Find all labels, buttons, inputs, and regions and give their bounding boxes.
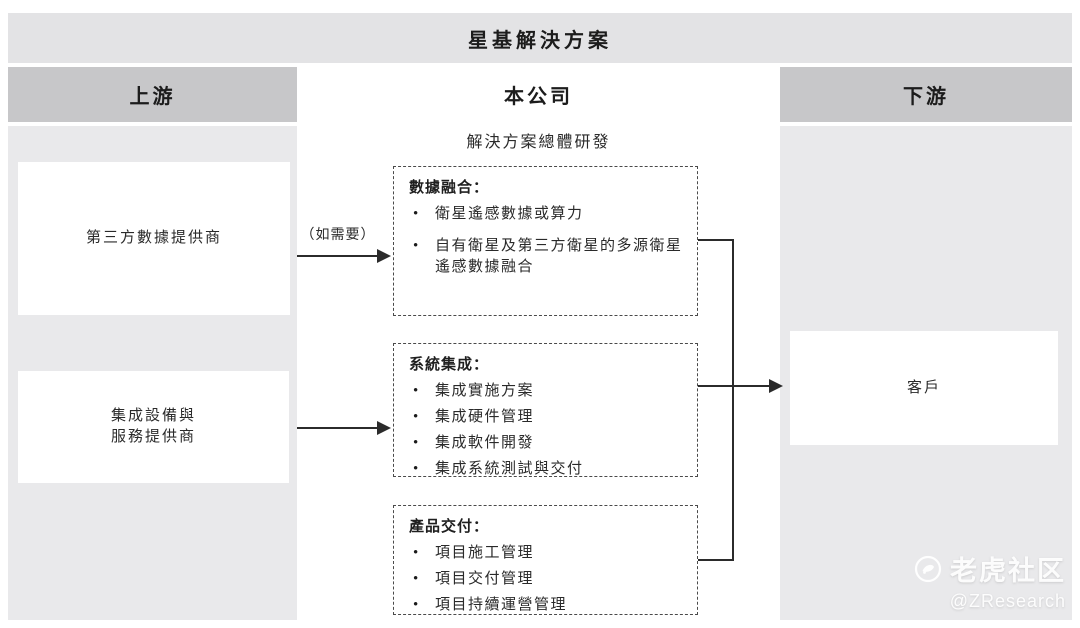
list-item: 集成軟件開發 (409, 433, 683, 454)
arrow-right-icon (377, 249, 391, 263)
watermark-author-label: @ZResearch (949, 591, 1066, 611)
arrow-right-icon (377, 421, 391, 435)
third-party-data-provider-label: 第三方數據提供商 (85, 230, 222, 246)
list-item: 集成系統測試與交付 (409, 459, 683, 480)
upstream-header: 上游 (8, 67, 297, 122)
list-item: 項目交付管理 (409, 569, 683, 590)
customer-label: 客戶 (906, 379, 941, 396)
watermark: 老虎社区 @ZResearch (914, 549, 1066, 612)
process-box-title: 系統集成： (409, 357, 490, 373)
arrow-line (698, 385, 770, 387)
customer-box: 客戶 (790, 331, 1058, 445)
list-item: 項目持續運營管理 (409, 595, 683, 616)
arrow-line (297, 255, 378, 257)
process-box-data-fusion: 數據融合： 衛星遙感數據或算力 自有衛星及第三方衛星的多源衛星遙感數據融合 (393, 166, 698, 316)
list-item: 集成實施方案 (409, 381, 683, 402)
arrow-right-icon (769, 379, 783, 393)
process-box-title: 產品交付： (409, 519, 490, 535)
list-item: 自有衛星及第三方衛星的多源衛星遙感數據融合 (409, 236, 683, 278)
process-box-system-integration: 系統集成： 集成實施方案 集成硬件管理 集成軟件開發 集成系統測試與交付 (393, 343, 698, 477)
list-item: 項目施工管理 (409, 543, 683, 564)
watermark-row: 老虎社区 (914, 549, 1066, 588)
connector-line (698, 239, 734, 241)
downstream-header: 下游 (780, 67, 1072, 122)
equipment-service-provider-box: 集成設備與 服務提供商 (18, 371, 289, 483)
watermark-community-label: 老虎社区 (950, 556, 1066, 586)
company-header: 本公司 (297, 67, 780, 122)
process-box-product-delivery: 產品交付： 項目施工管理 項目交付管理 項目持續運營管理 (393, 505, 698, 615)
equipment-service-provider-label: 集成設備與 服務提供商 (110, 408, 196, 445)
banner: 星基解決方案 (8, 13, 1072, 63)
company-header-label: 本公司 (504, 86, 573, 108)
connector-line (698, 559, 734, 561)
list-item: 集成硬件管理 (409, 407, 683, 428)
connector-line (732, 239, 734, 561)
upstream-header-label: 上游 (129, 86, 176, 108)
list-item: 衛星遙感數據或算力 (409, 204, 683, 225)
process-box-title: 數據融合： (409, 180, 490, 196)
third-party-data-provider-box: 第三方數據提供商 (18, 162, 290, 315)
company-subtitle: 解決方案總體研發 (466, 134, 611, 151)
diagram-title: 星基解決方案 (468, 29, 612, 52)
arrow-line (297, 427, 378, 429)
arrow-label-if-needed: （如需要） (300, 228, 376, 243)
downstream-header-label: 下游 (903, 86, 949, 108)
tiger-community-logo-icon (914, 555, 942, 582)
